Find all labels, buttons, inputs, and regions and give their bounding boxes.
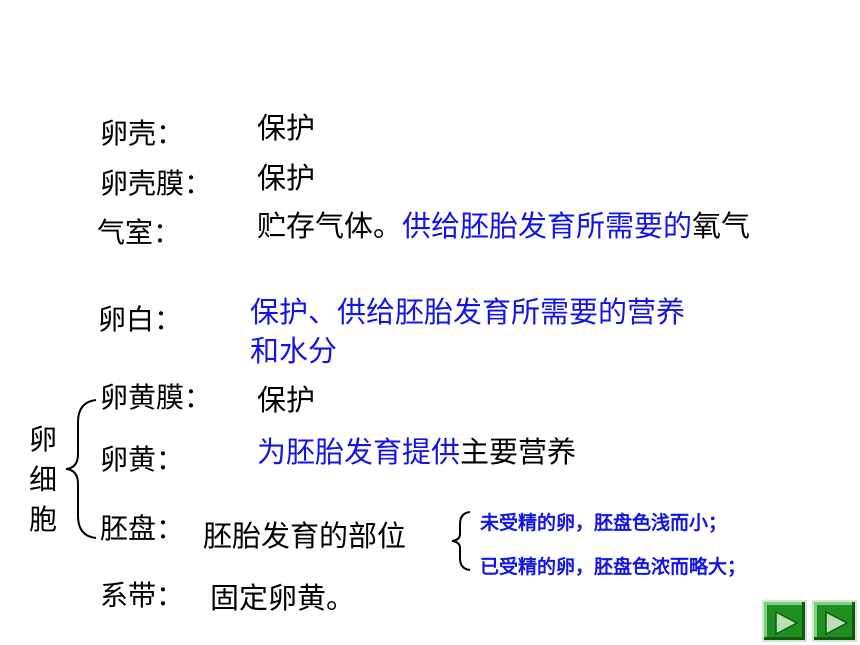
label-shell-membrane: 卵壳膜： [100,167,213,200]
egg-cell-char-2: 细 [28,463,57,496]
value-chalaza: 固定卵黄。 [210,581,356,615]
value-air-cell-tail: 氧气 [692,209,751,243]
value-air-cell-black: 贮存气体。 [257,209,403,243]
label-shell: 卵壳： [100,117,185,150]
egg-cell-char-3: 胞 [28,503,57,536]
egg-cell-char-1: 卵 [28,423,57,456]
value-yolk-membrane: 保护 [257,383,316,417]
play-triangle-icon [825,610,849,636]
value-air-cell: 贮存气体。供给胚胎发育所需要的氧气 [257,212,750,241]
value-yolk-blue: 为胚胎发育提供 [257,435,461,469]
egg-cell-label: 卵 细 胞 [27,420,59,540]
play-triangle-icon [775,610,799,636]
value-shell: 保护 [257,111,316,145]
label-yolk-membrane: 卵黄膜： [100,381,213,414]
value-blastodisc: 胚胎发育的部位 [203,519,407,553]
note-fertilized: 已受精的卵，胚盘色浓而略大； [480,556,747,578]
egg-cell-brace [65,399,97,539]
label-chalaza: 系带： [100,579,185,612]
value-yolk-black: 主要营养 [460,435,577,469]
value-albumen-line1: 保护、供给胚胎发育所需要的营养 [250,295,686,329]
value-shell-membrane: 保护 [257,161,316,195]
label-air-cell: 气室： [97,216,182,249]
note-unfertilized: 未受精的卵，胚盘色浅而小； [480,512,728,534]
blastodisc-brace [451,511,471,571]
value-yolk: 为胚胎发育提供主要营养 [257,438,576,467]
next-button[interactable] [812,600,857,642]
label-yolk: 卵黄： [100,443,185,476]
prev-button[interactable] [762,600,807,642]
value-air-cell-blue: 供给胚胎发育所需要的 [402,209,693,243]
value-albumen-line2: 和水分 [250,334,338,368]
label-blastodisc: 胚盘： [100,512,185,545]
label-albumen: 卵白： [98,303,183,336]
